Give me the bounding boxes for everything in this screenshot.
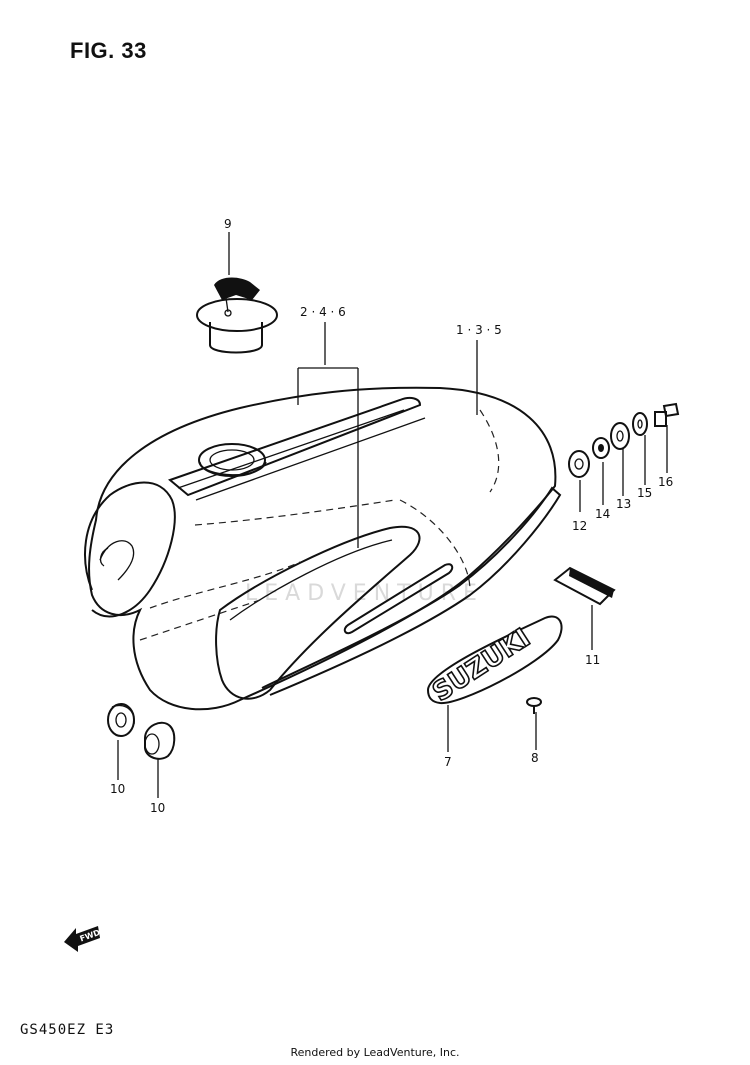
callout-13: 13 <box>616 497 631 511</box>
callout-numbers: 9 2 · 4 · 6 1 · 3 · 5 12 14 13 15 16 11 … <box>110 217 673 815</box>
bolt-16[interactable] <box>654 402 680 427</box>
fuel-tank[interactable] <box>84 386 562 711</box>
spacer-14[interactable] <box>592 437 610 459</box>
emblem-text: SUZUKI <box>427 623 535 708</box>
callout-12: 12 <box>572 519 587 533</box>
footer-credit: Rendered by LeadVenture, Inc. <box>290 1046 460 1059</box>
cushion-10-a[interactable] <box>107 703 135 737</box>
cushion-10-b[interactable] <box>144 721 176 760</box>
washer-15[interactable] <box>632 412 648 436</box>
fwd-arrow-icon: FWD <box>64 926 102 952</box>
callout-10-b: 10 <box>150 801 165 815</box>
leader-lines <box>117 232 668 798</box>
callout-10-a: 10 <box>110 782 125 796</box>
fuel-cap[interactable] <box>196 277 278 354</box>
callout-1-3-5: 1 · 3 · 5 <box>456 323 502 337</box>
model-code: GS450EZ E3 <box>20 1022 115 1038</box>
callout-14: 14 <box>595 507 610 521</box>
damper-12[interactable] <box>568 450 590 478</box>
washer-13[interactable] <box>610 422 630 450</box>
callout-8: 8 <box>531 751 539 765</box>
callout-15: 15 <box>637 486 652 500</box>
pad-11[interactable] <box>553 566 616 606</box>
callout-7: 7 <box>444 755 452 769</box>
callout-11: 11 <box>585 653 600 667</box>
callout-2-4-6: 2 · 4 · 6 <box>300 305 346 319</box>
figure-title: FIG. 33 <box>70 38 147 63</box>
suzuki-emblem[interactable]: SUZUKI <box>427 615 563 709</box>
screw-8[interactable] <box>526 697 542 714</box>
callout-9: 9 <box>224 217 232 231</box>
callout-16: 16 <box>658 475 673 489</box>
